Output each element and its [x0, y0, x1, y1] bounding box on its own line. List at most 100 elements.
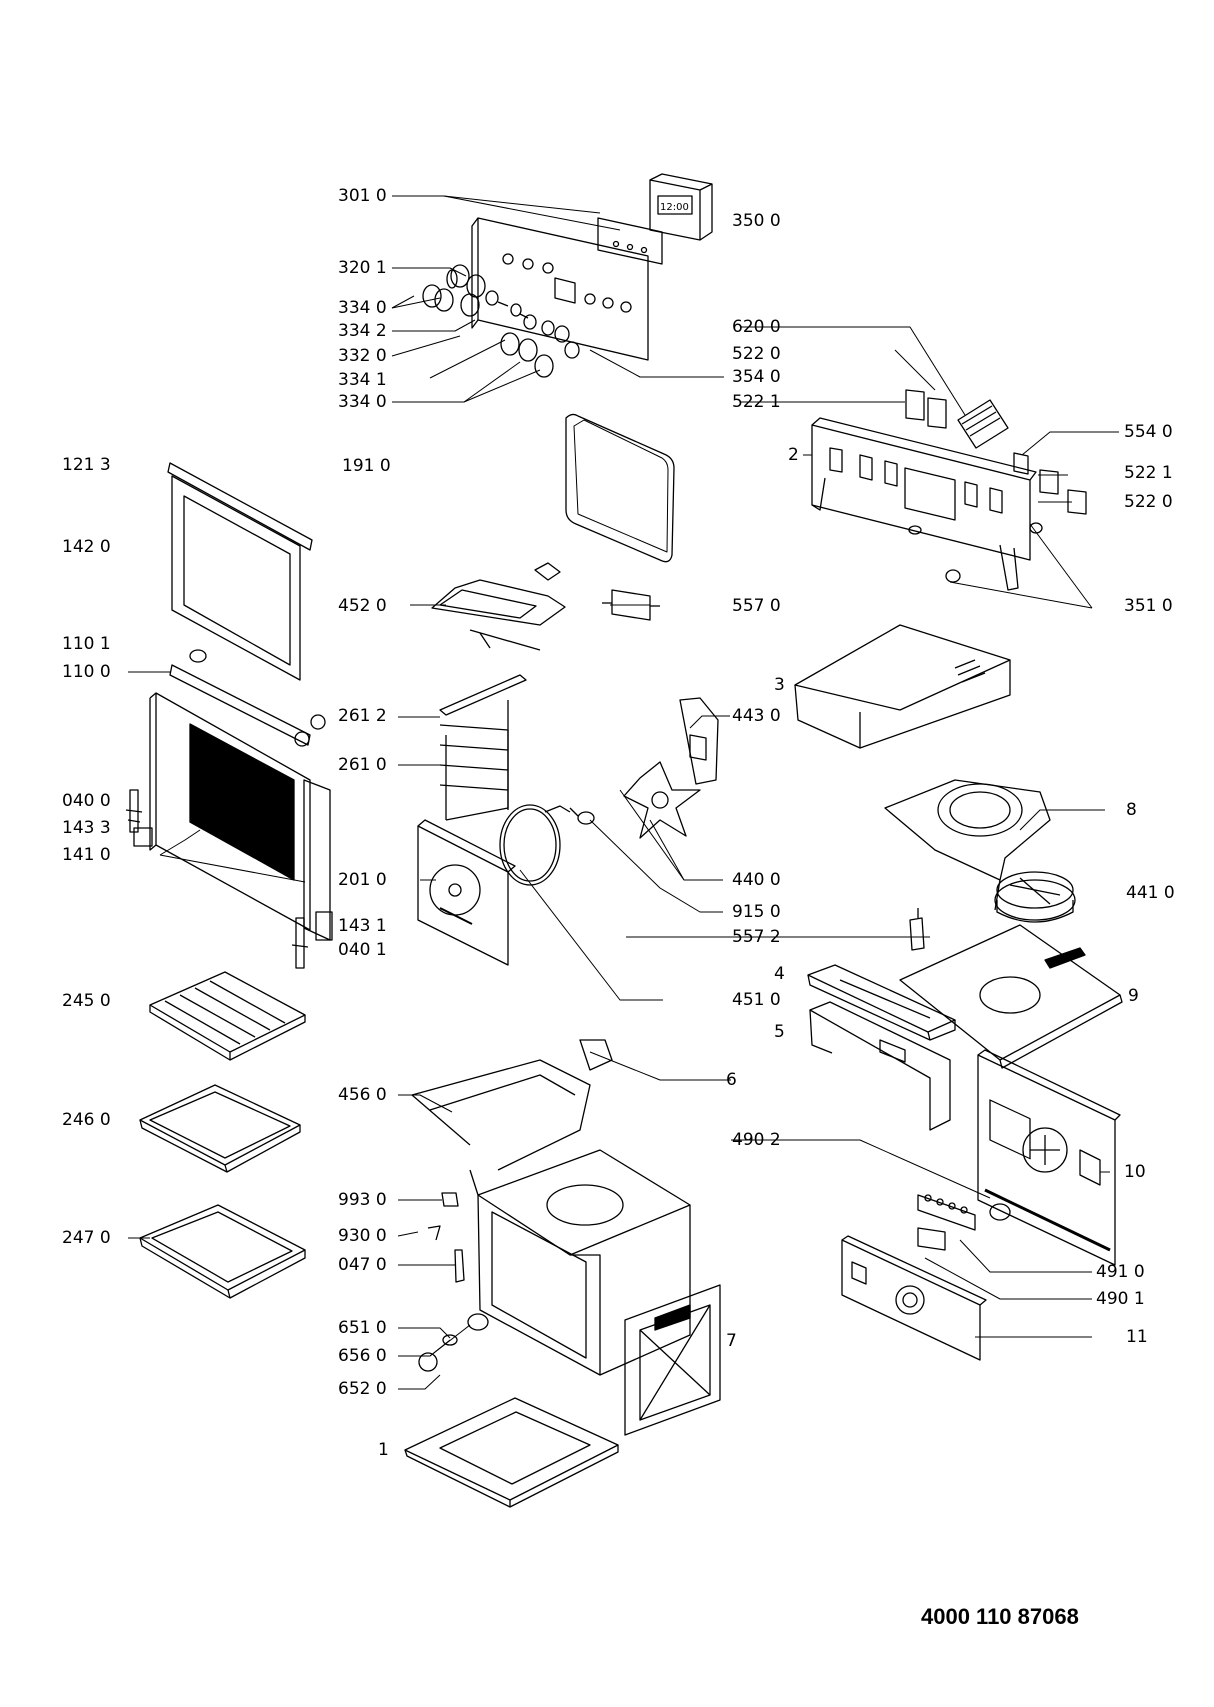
- part-label: 993 0: [338, 1190, 387, 1210]
- part-label: 191 0: [342, 456, 391, 476]
- rear-panel-2010: [417, 819, 516, 966]
- part-label: 656 0: [338, 1346, 387, 1366]
- part-label: 142 0: [62, 537, 111, 557]
- part-label: 320 1: [338, 258, 387, 278]
- cooling-fan-4410: [994, 871, 1076, 923]
- front-frame-2: [811, 417, 1037, 591]
- switch-0470: [454, 1249, 465, 1283]
- part-label: 351 0: [1124, 596, 1173, 616]
- part-label: 651 0: [338, 1318, 387, 1338]
- terminal-block-4910: [917, 1194, 976, 1231]
- shelf-runners-2610: [439, 700, 509, 821]
- door-inner-glass-1420: [171, 475, 301, 681]
- wire-rack-2450: [149, 971, 306, 1061]
- outer-door-glass: [149, 692, 331, 941]
- switch-parts: [905, 389, 1087, 583]
- control-board-11: [841, 1235, 987, 1361]
- part-label: 261 2: [338, 706, 387, 726]
- part-label: 334 0: [338, 298, 387, 318]
- document-code: 4000 110 87068: [921, 1604, 1079, 1629]
- leader-lines: [128, 195, 1119, 1390]
- part-label: 11: [1126, 1327, 1148, 1347]
- fan-motor-4430: [679, 697, 719, 785]
- part-label: 620 0: [732, 317, 781, 337]
- part-label: 5: [774, 1022, 785, 1042]
- part-label: 930 0: [338, 1226, 387, 1246]
- thermostat-5572: [909, 908, 925, 951]
- thermostat-5570: [602, 589, 660, 621]
- part-label: 456 0: [338, 1085, 387, 1105]
- part-label: 522 1: [1124, 463, 1173, 483]
- part-label: 350 0: [732, 211, 781, 231]
- fan-cover-8: [884, 779, 1051, 911]
- part-label: 332 0: [338, 346, 387, 366]
- part-label: 334 1: [338, 370, 387, 390]
- part-label: 557 2: [732, 927, 781, 947]
- connector-4901: [917, 1227, 946, 1251]
- part-label: 522 1: [732, 392, 781, 412]
- part-label: 915 0: [732, 902, 781, 922]
- part-label: 491 0: [1096, 1262, 1145, 1282]
- shelf-runner-2612: [439, 674, 527, 716]
- part-label: 8: [1126, 800, 1137, 820]
- part-label: 261 0: [338, 755, 387, 775]
- display-module-readout: 12:00: [660, 202, 689, 213]
- part-label: 4: [774, 964, 785, 984]
- door-gasket-1910: [565, 413, 675, 563]
- part-label: 652 0: [338, 1379, 387, 1399]
- door-hinge-0401: [291, 911, 333, 969]
- door-top-trim-1213: [167, 462, 313, 551]
- part-label: 301 0: [338, 186, 387, 206]
- part-label: 246 0: [62, 1110, 111, 1130]
- part-label: 440 0: [732, 870, 781, 890]
- clip-9300: [427, 1225, 441, 1241]
- fan-blade-4400: [623, 761, 701, 839]
- side-panel-7: [624, 1284, 721, 1436]
- air-duct-5: [809, 1001, 951, 1131]
- part-label: 3: [774, 675, 785, 695]
- part-label: 121 3: [62, 455, 111, 475]
- part-label: 1: [378, 1440, 389, 1460]
- part-label: 2: [788, 445, 799, 465]
- rear-wall-10: [977, 1049, 1121, 1266]
- part-label: 9: [1128, 986, 1139, 1006]
- part-label: 143 1: [338, 916, 387, 936]
- part-label: 522 0: [732, 344, 781, 364]
- bottom-plate-1: [404, 1397, 619, 1508]
- part-label: 040 0: [62, 791, 111, 811]
- part-label: 110 0: [62, 662, 111, 682]
- part-label: 441 0: [1126, 883, 1175, 903]
- lamp-parts: [418, 1313, 489, 1372]
- part-label: 334 2: [338, 321, 387, 341]
- top-plate-9: [899, 924, 1123, 1069]
- part-label: 490 1: [1096, 1289, 1145, 1309]
- door-bushing-1101: [189, 649, 207, 663]
- part-label: 143 3: [62, 818, 111, 838]
- part-label: 490 2: [732, 1130, 781, 1150]
- door-bottom-trim-1100: [169, 664, 326, 747]
- part-label: 201 0: [338, 870, 387, 890]
- part-label: 334 0: [338, 392, 387, 412]
- rear-cover-3: [794, 624, 1011, 749]
- lamp-4902: [989, 1203, 1011, 1221]
- part-label: 040 1: [338, 940, 387, 960]
- drip-pan-2470: [139, 1204, 306, 1299]
- part-label: 6: [726, 1070, 737, 1090]
- part-label: 7: [726, 1331, 737, 1351]
- baking-tray-2460: [139, 1084, 301, 1173]
- part-label: 10: [1124, 1162, 1146, 1182]
- part-label: 443 0: [732, 706, 781, 726]
- knobs: [422, 264, 580, 378]
- lower-heater-4560: [411, 1039, 613, 1171]
- grill-element-4520: [431, 562, 566, 651]
- part-label: 110 1: [62, 634, 111, 654]
- part-label: 451 0: [732, 990, 781, 1010]
- part-label: 141 0: [62, 845, 111, 865]
- part-label: 452 0: [338, 596, 387, 616]
- part-label: 557 0: [732, 596, 781, 616]
- bulb-9930: [441, 1192, 459, 1207]
- fan-nut-9150: [569, 807, 595, 825]
- oven-cavity: [469, 1149, 691, 1376]
- air-duct-4: [807, 964, 956, 1041]
